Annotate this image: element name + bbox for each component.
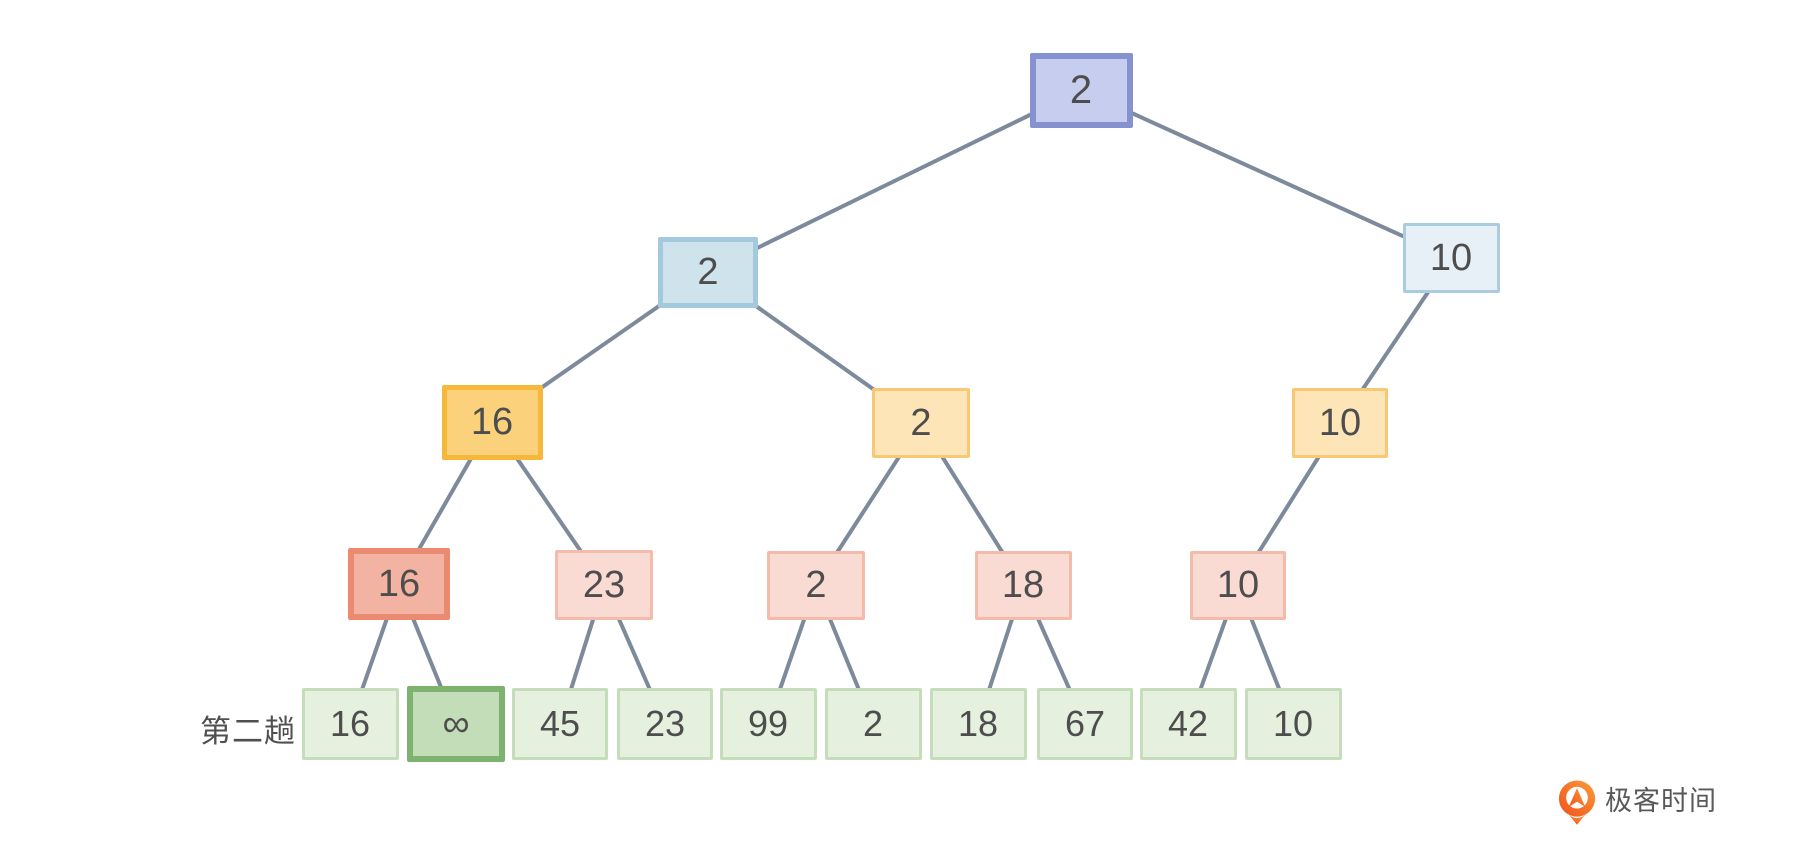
geektime-logo-text: 极客时间 xyxy=(1605,785,1717,816)
tree-node-l3-10: 10 xyxy=(1292,388,1388,458)
tree-node-l4-16: 16 xyxy=(348,548,450,620)
tree-node-l4-18: 18 xyxy=(974,550,1072,620)
tree-node-leaf-2: 2 xyxy=(824,688,922,760)
tree-edge-root-l2-2 xyxy=(706,88,1083,274)
tree-edge-root-l2-10 xyxy=(1079,88,1453,260)
tree-node-leaf-67: 67 xyxy=(1037,688,1133,760)
pass-label: 第二趟 xyxy=(200,714,296,749)
tree-node-l2-10: 10 xyxy=(1402,223,1500,293)
tree-node-l4-10: 10 xyxy=(1190,550,1286,620)
tree-node-l4-2: 2 xyxy=(767,550,865,620)
tree-node-root: 2 xyxy=(1029,52,1133,128)
tree-node-l3-2: 2 xyxy=(872,388,970,458)
tree-node-leaf-10: 10 xyxy=(1244,688,1342,760)
geektime-logo-icon xyxy=(1558,780,1596,825)
tree-node-l3-16: 16 xyxy=(441,384,543,460)
tree-node-leaf-45: 45 xyxy=(512,688,608,760)
geektime-brand: 极客时间 xyxy=(1558,779,1717,829)
tree-node-leaf-inf: ∞ xyxy=(407,686,505,762)
tree-node-leaf-23: 23 xyxy=(617,688,713,760)
tree-node-leaf-18: 18 xyxy=(929,688,1027,760)
tree-node-l4-23: 23 xyxy=(555,550,653,620)
tree-node-leaf-42: 42 xyxy=(1139,688,1237,760)
tree-node-leaf-16: 16 xyxy=(301,688,399,760)
tree-node-leaf-99: 99 xyxy=(719,688,817,760)
tree-node-l2-2: 2 xyxy=(658,236,758,308)
